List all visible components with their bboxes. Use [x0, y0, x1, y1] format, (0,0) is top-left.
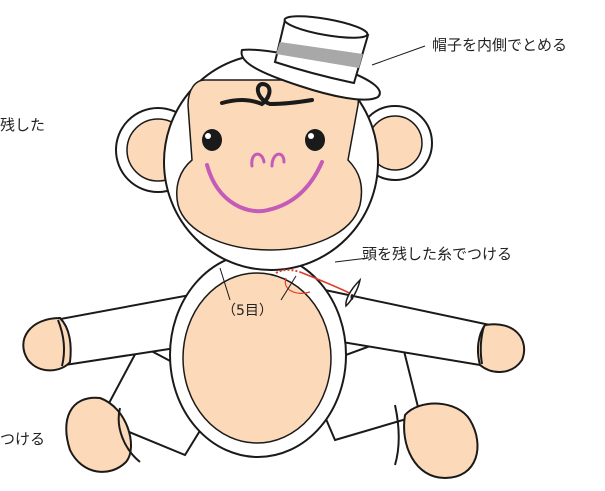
needle-icon	[345, 277, 362, 308]
left-eye	[202, 129, 222, 151]
nose	[250, 152, 286, 168]
left-leg	[65, 343, 227, 473]
hat-band	[276, 42, 363, 68]
bottom-left-clipped-note: つける	[0, 430, 46, 448]
right-eye	[305, 129, 325, 151]
hat-leader-line	[371, 45, 426, 66]
face-patch	[176, 79, 363, 251]
neck-stitch	[275, 268, 362, 308]
left-clipped-note: 残した	[0, 116, 46, 134]
head	[163, 53, 379, 271]
mouth	[205, 160, 324, 214]
hat-note: 帽子を内側でとめる	[432, 36, 568, 54]
body	[169, 252, 347, 458]
thread-loop	[284, 277, 311, 294]
head-note: 頭を残した糸でつける	[362, 245, 513, 263]
eyebrow	[220, 81, 314, 107]
hat	[240, 15, 381, 101]
head-leader-line	[334, 257, 369, 263]
right-arm	[323, 288, 526, 373]
hat-top	[283, 15, 369, 39]
stitch-leader-line-right	[280, 275, 297, 301]
stitch-leader-line-left	[219, 267, 231, 301]
stitch-count-note: （5目）	[222, 303, 273, 319]
